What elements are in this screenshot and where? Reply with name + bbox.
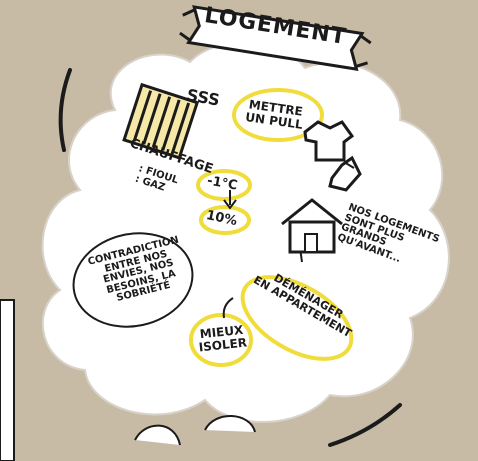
- banner-ribbon: [186, 5, 365, 71]
- link-line-2: [222, 297, 234, 319]
- pull-highlight: [232, 88, 324, 142]
- degree-highlight: [196, 169, 252, 201]
- cloud-stroke-left: [58, 68, 72, 152]
- sweater-icon: [303, 120, 355, 162]
- down-arrow-icon: [223, 190, 237, 210]
- move-highlight: [240, 275, 354, 361]
- insulate-note: MIEUX ISOLER: [198, 322, 248, 355]
- contradiction-bubble: [72, 232, 194, 328]
- small-cloud-1: [204, 415, 256, 433]
- house-icon: [281, 198, 343, 254]
- title-banner: [179, 5, 372, 71]
- insulate-highlight: [189, 313, 253, 367]
- cloud-stroke-bottom: [328, 403, 402, 447]
- sock-icon: [328, 155, 362, 192]
- percent-highlight: [199, 205, 251, 235]
- banner-tails: [179, 7, 372, 69]
- radiator-icon: [122, 82, 200, 160]
- small-cloud-2: [134, 424, 181, 446]
- left-frame-edge: [0, 299, 15, 461]
